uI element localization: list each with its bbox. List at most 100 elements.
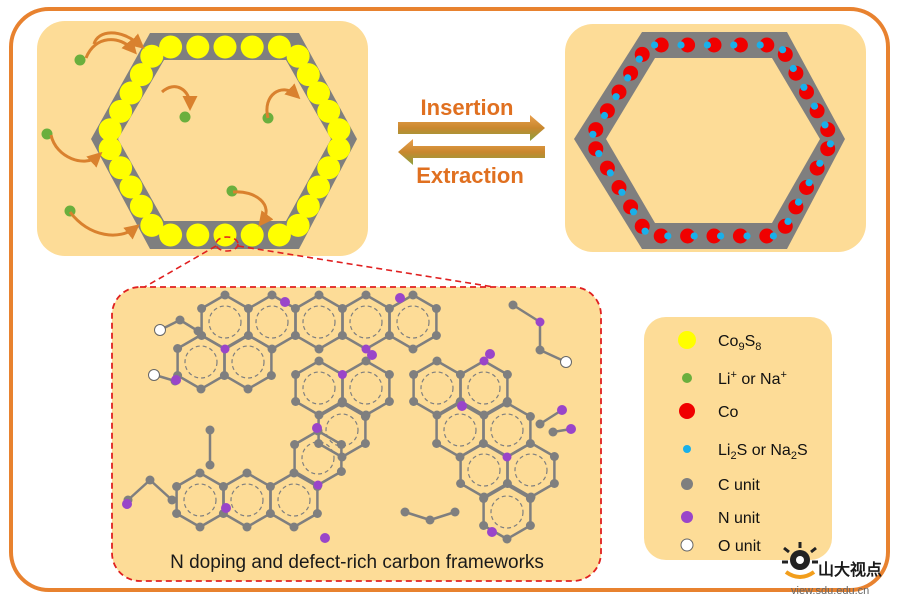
c-atom: [336, 440, 346, 449]
carbon-framework-panel: N doping and defect-rich carbon framewor…: [111, 286, 602, 582]
insertion-label: Insertion: [421, 95, 514, 120]
co9s8-particle: [267, 223, 291, 247]
c-atom: [535, 345, 545, 355]
aromatic-ring: [302, 305, 336, 339]
c-atom: [525, 412, 535, 421]
aromatic-ring: [231, 345, 265, 379]
li2s-particle: [779, 46, 787, 54]
red-dot-icon: [679, 403, 695, 419]
co-particle: [706, 228, 722, 244]
purple-dot-icon: [681, 511, 693, 523]
c-atom: [456, 479, 466, 488]
li2s-particle: [826, 140, 835, 148]
hexagon-cavity-lithiated: [606, 58, 820, 223]
c-atom: [337, 331, 347, 340]
co9s8-particle: [317, 156, 341, 180]
c-atom: [337, 398, 347, 408]
li2s-particle: [800, 83, 808, 91]
co-particle: [706, 37, 722, 53]
c-atom: [479, 494, 489, 503]
c-atom: [549, 452, 559, 461]
n-atom: [535, 317, 545, 327]
gray-dot-icon: [681, 478, 693, 490]
ion-particle: [74, 54, 86, 66]
c-atom: [432, 356, 442, 366]
li2s-particle: [618, 188, 626, 196]
extraction-label: Extraction: [416, 163, 524, 188]
co9s8-particle: [140, 213, 164, 237]
ion-particle: [179, 111, 191, 123]
n-atom: [367, 350, 377, 360]
aromatic-ring: [514, 453, 548, 487]
c-atom: [479, 410, 489, 420]
extraction-arrow: [398, 139, 545, 165]
c-atom: [218, 482, 228, 491]
aromatic-ring: [349, 371, 383, 405]
co-particle: [732, 37, 748, 53]
co9s8-particle: [98, 118, 122, 142]
li2s-particle: [624, 74, 632, 82]
c-atom: [525, 439, 535, 448]
li2s-particle: [629, 208, 638, 216]
c-atom: [337, 304, 347, 313]
c-atom: [455, 452, 465, 462]
watermark: 山大视点 view.sdu.edu.cn: [782, 542, 882, 597]
c-atom: [384, 304, 394, 313]
c-atom: [291, 370, 301, 379]
c-atom: [400, 507, 410, 517]
c-atom: [196, 384, 206, 394]
aromatic-ring: [396, 305, 430, 339]
c-atom: [243, 304, 253, 313]
yellow-circle-icon: [678, 331, 696, 349]
aromatic-ring: [208, 305, 242, 339]
c-atom: [360, 439, 370, 448]
n-atom: [502, 452, 512, 462]
c-atom: [384, 370, 394, 379]
co9s8-particle: [286, 44, 310, 68]
aromatic-ring: [467, 371, 501, 405]
aromatic-ring: [184, 345, 218, 379]
aromatic-ring: [183, 483, 217, 517]
n-atom: [395, 293, 405, 303]
c-atom: [336, 467, 346, 476]
c-atom: [167, 495, 177, 505]
n-atom: [312, 423, 322, 433]
c-atom: [267, 344, 277, 354]
co9s8-particle: [296, 194, 320, 218]
n-atom: [220, 344, 230, 354]
c-atom: [265, 509, 275, 518]
watermark-brand: 山大视点: [818, 560, 882, 579]
co9s8-particle: [119, 81, 143, 105]
c-atom: [409, 397, 419, 406]
carbon-lattice: [122, 290, 576, 544]
c-atom: [312, 509, 322, 518]
legend-item-li_na: Li+ or Na+: [682, 369, 787, 388]
li2s-particle: [717, 232, 725, 240]
li2s-particle: [589, 130, 597, 138]
c-atom: [265, 482, 275, 491]
c-atom: [432, 410, 442, 420]
n-atom: [221, 503, 231, 513]
co9s8-particle: [296, 63, 320, 87]
legend-item-n_unit: N unit: [681, 510, 760, 527]
c-atom: [289, 468, 299, 478]
c-atom: [361, 356, 371, 366]
o-atom: [560, 356, 572, 368]
ion-particle: [41, 128, 53, 140]
c-atom: [502, 534, 512, 544]
c-atom: [314, 410, 324, 420]
li2s-particle: [677, 41, 685, 49]
blue-dot-icon: [683, 445, 691, 453]
hexagon-cavity-pristine: [118, 60, 331, 221]
n-atom: [485, 349, 495, 359]
c-atom: [408, 290, 418, 300]
aromatic-ring: [490, 495, 524, 529]
c-atom: [220, 290, 230, 300]
lithiated-panel: [565, 24, 866, 252]
c-atom: [502, 479, 512, 488]
c-atom: [242, 522, 252, 532]
co-particle: [759, 228, 775, 244]
c-atom: [195, 468, 205, 478]
aromatic-ring: [467, 453, 501, 487]
